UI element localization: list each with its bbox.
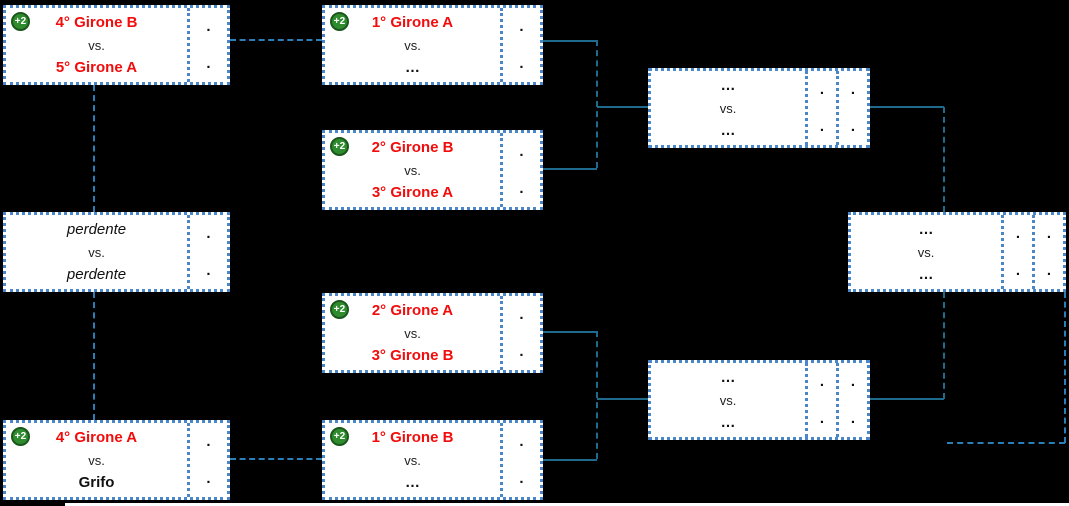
connector-quarterbottomA-out (543, 331, 597, 333)
vs-label: vs. (88, 452, 105, 468)
plus2-badge: +2 (11, 427, 30, 446)
plus2-badge: +2 (330, 12, 349, 31)
score-cell: . (206, 262, 211, 279)
score-cell: . (850, 410, 856, 427)
score-cell: . (206, 225, 211, 242)
connector-losers-to-round1bottom (93, 292, 95, 420)
connector-round1top-to-quartertop (230, 39, 322, 41)
connector-round1bottom-to-quarterbottom (230, 458, 322, 460)
connector-final-edge-vertical (1064, 292, 1066, 443)
vs-label: vs. (88, 37, 105, 53)
connector-semifinalbottom-to-final (943, 292, 945, 399)
score-cell: . (206, 18, 211, 35)
team-name: … (918, 265, 934, 283)
team-name: … (720, 369, 736, 386)
connector-semifinalbottom-out (870, 398, 944, 400)
score-cell: . (519, 433, 524, 450)
match-box-quarter-top-a: +2 1° Girone A vs. … . . (322, 5, 543, 85)
score-cell: . (206, 433, 211, 450)
score-cell: . (819, 410, 825, 427)
team-name: 3° Girone B (371, 346, 454, 364)
score-cell: . (519, 55, 524, 72)
plus2-badge: +2 (330, 137, 349, 156)
match-box-losers: perdente vs. perdente . . (3, 212, 230, 292)
score-cell: . (819, 81, 825, 98)
team-name: … (405, 58, 420, 76)
score-cell: . (850, 118, 856, 135)
vs-label: vs. (88, 244, 105, 260)
score-cell: . (519, 470, 524, 487)
connector-to-semifinal-bottom (597, 398, 648, 400)
team-name: 1° Girone B (371, 429, 454, 446)
team-name: 2° Girone A (371, 302, 454, 319)
score-cell: . (850, 373, 856, 390)
score-cell: . (819, 373, 825, 390)
team-name: … (405, 473, 420, 491)
team-name: Grifo (78, 473, 115, 491)
score-cell: . (206, 470, 211, 487)
match-box-quarter-top-b: +2 2° Girone B vs. 3° Girone A . . (322, 130, 543, 210)
score-cell: . (1046, 225, 1052, 242)
connector-round1top-to-losers (93, 85, 95, 212)
match-box-semifinal-top: … vs. … . . . . (648, 68, 870, 148)
team-name: 5° Girone A (55, 58, 138, 76)
plus2-badge: +2 (330, 300, 349, 319)
match-box-round1-left-bottom: +2 4° Girone A vs. Grifo . . (3, 420, 230, 500)
vs-label: vs. (719, 392, 737, 408)
score-cell: . (519, 343, 524, 360)
match-box-quarter-bottom-b: +2 1° Girone B vs. … . . (322, 420, 543, 500)
score-cell: . (850, 81, 856, 98)
score-cell: . (519, 180, 524, 197)
team-name: 2° Girone B (371, 139, 454, 156)
plus2-badge: +2 (11, 12, 30, 31)
team-name: 4° Girone A (55, 429, 138, 446)
team-name: … (720, 77, 736, 94)
team-name: 4° Girone B (55, 14, 138, 31)
score-cell: . (519, 143, 524, 160)
score-cell: . (1046, 262, 1052, 279)
match-box-semifinal-bottom: … vs. … . . . . (648, 360, 870, 440)
score-cell: . (519, 306, 524, 323)
connector-final-edge-horizontal (947, 442, 1065, 444)
team-name: perdente (66, 221, 127, 238)
score-cell: . (1015, 225, 1021, 242)
connector-to-semifinal-top (597, 106, 648, 108)
score-cell: . (819, 118, 825, 135)
team-name: perdente (66, 265, 127, 283)
score-cell: . (519, 18, 524, 35)
connector-bottom-bracket-vertical (596, 331, 598, 459)
vs-label: vs. (917, 244, 935, 260)
vs-label: vs. (404, 37, 421, 53)
connector-semifinaltop-to-final (943, 107, 945, 212)
vs-label: vs. (719, 100, 737, 116)
match-box-quarter-bottom-a: +2 2° Girone A vs. 3° Girone B . . (322, 293, 543, 373)
plus2-badge: +2 (330, 427, 349, 446)
team-name: … (720, 413, 736, 431)
connector-quarterbottomB-out (543, 459, 597, 461)
match-box-final: … vs. … . . . . (848, 212, 1066, 292)
connector-quartertopA-out (543, 40, 597, 42)
score-cell: . (1015, 262, 1021, 279)
match-box-round1-left-top: +2 4° Girone B vs. 5° Girone A . . (3, 5, 230, 85)
vs-label: vs. (404, 452, 421, 468)
score-cell: . (206, 55, 211, 72)
vs-label: vs. (404, 162, 421, 178)
team-name: 1° Girone A (371, 14, 454, 31)
vs-label: vs. (404, 325, 421, 341)
slide-edge-strip (65, 503, 1069, 506)
connector-semifinaltop-out (870, 106, 944, 108)
team-name: 3° Girone A (371, 183, 454, 201)
team-name: … (918, 221, 934, 238)
team-name: … (720, 121, 736, 139)
connector-top-bracket-vertical (596, 40, 598, 168)
connector-quartertopB-out (543, 168, 597, 170)
